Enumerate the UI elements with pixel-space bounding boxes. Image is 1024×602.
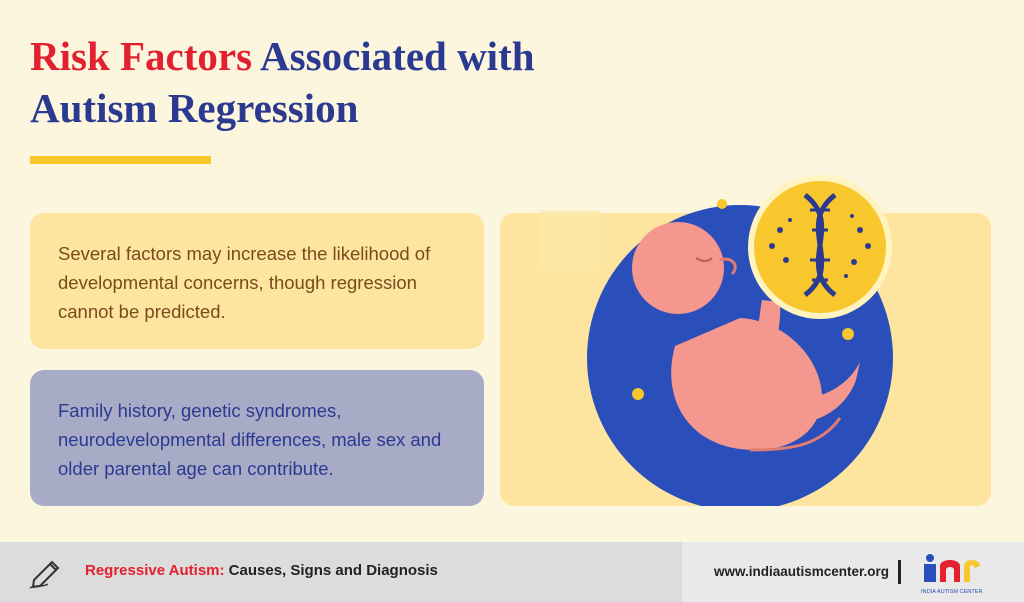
footer-divider: [898, 560, 901, 584]
info-card-2: Family history, genetic syndromes, neuro…: [30, 370, 484, 506]
footer-brand-area: www.indiaautismcenter.org INDIA AUTISM C…: [682, 542, 1024, 602]
title-underline: [30, 156, 211, 164]
decor-dot: [717, 199, 727, 209]
footer-title-rest: Causes, Signs and Diagnosis: [224, 562, 438, 579]
page-title: Risk Factors Associated with Autism Regr…: [30, 30, 590, 134]
illustration: [540, 175, 893, 506]
logo-text: INDIA AUTISM CENTER: [921, 589, 983, 595]
footer-title: Regressive Autism: Causes, Signs and Dia…: [85, 562, 438, 579]
title-rest: Associated with Autism Regression: [30, 33, 535, 131]
logo-icon: INDIA AUTISM CENTER: [921, 554, 983, 595]
website-link[interactable]: www.indiaautismcenter.org: [714, 564, 890, 579]
dna-icon: [748, 175, 892, 319]
pen-icon: [29, 560, 60, 589]
info-card-1: Several factors may increase the likelih…: [30, 213, 484, 349]
footer: Regressive Autism: Causes, Signs and Dia…: [0, 542, 1024, 602]
decor-dot: [842, 328, 854, 340]
footer-title-accent: Regressive Autism:: [85, 562, 225, 579]
decor-dot: [632, 388, 644, 400]
info-card-2-text: Family history, genetic syndromes, neuro…: [58, 400, 442, 479]
fetus-icon: [632, 222, 860, 452]
title-accent: Risk Factors: [30, 33, 253, 79]
info-card-1-text: Several factors may increase the likelih…: [58, 243, 431, 322]
